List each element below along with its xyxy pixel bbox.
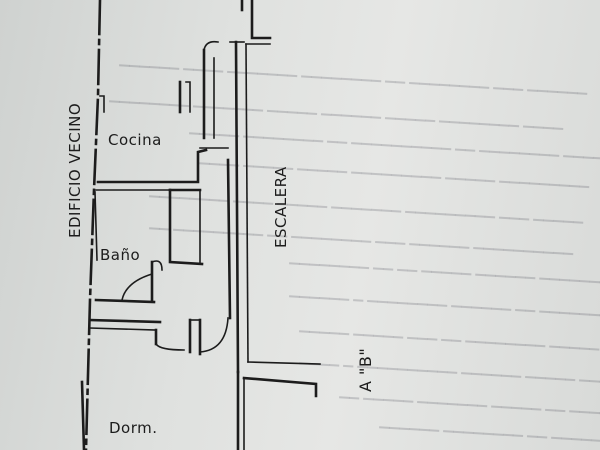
wall-stair-landing-top [247, 361, 321, 365]
wall-stair-left [234, 40, 240, 374]
wall-kitchen-left-stub [99, 95, 105, 113]
label-cocina: Cocina [108, 131, 162, 149]
label-escalera: ESCALERA [272, 166, 290, 248]
door-arc-top [203, 40, 219, 51]
door-arc-bathroom [121, 272, 154, 301]
wall-kitchen-step [185, 81, 191, 113]
wall-bedroom-right [80, 380, 86, 450]
label-bano: Baño [100, 246, 141, 264]
wall-kitchen-bottom [96, 148, 208, 184]
door-arc-hall-right [199, 317, 229, 353]
label-edificio-vecino: EDIFICIO VECINO [66, 102, 84, 238]
neighbor-boundary-tick [94, 191, 98, 261]
wall-bathroom-right [168, 188, 204, 266]
wall-hall-right [226, 158, 232, 320]
door-arc-bedroom [154, 342, 185, 351]
wall-stair-left-inner [245, 43, 249, 363]
wall-bedroom-top-inner [89, 327, 157, 331]
label-bloque: A "B" [356, 347, 375, 392]
neighbor-boundary-line [84, 0, 102, 450]
door-arc-bathroom-right [150, 260, 163, 271]
wall-bathroom-bottom-left [94, 298, 156, 304]
wall-bedroom-top [88, 318, 162, 324]
wall-top-frame [250, 0, 272, 40]
label-dorm: Dorm. [109, 419, 158, 437]
wall-stair-landing-right [242, 376, 318, 398]
